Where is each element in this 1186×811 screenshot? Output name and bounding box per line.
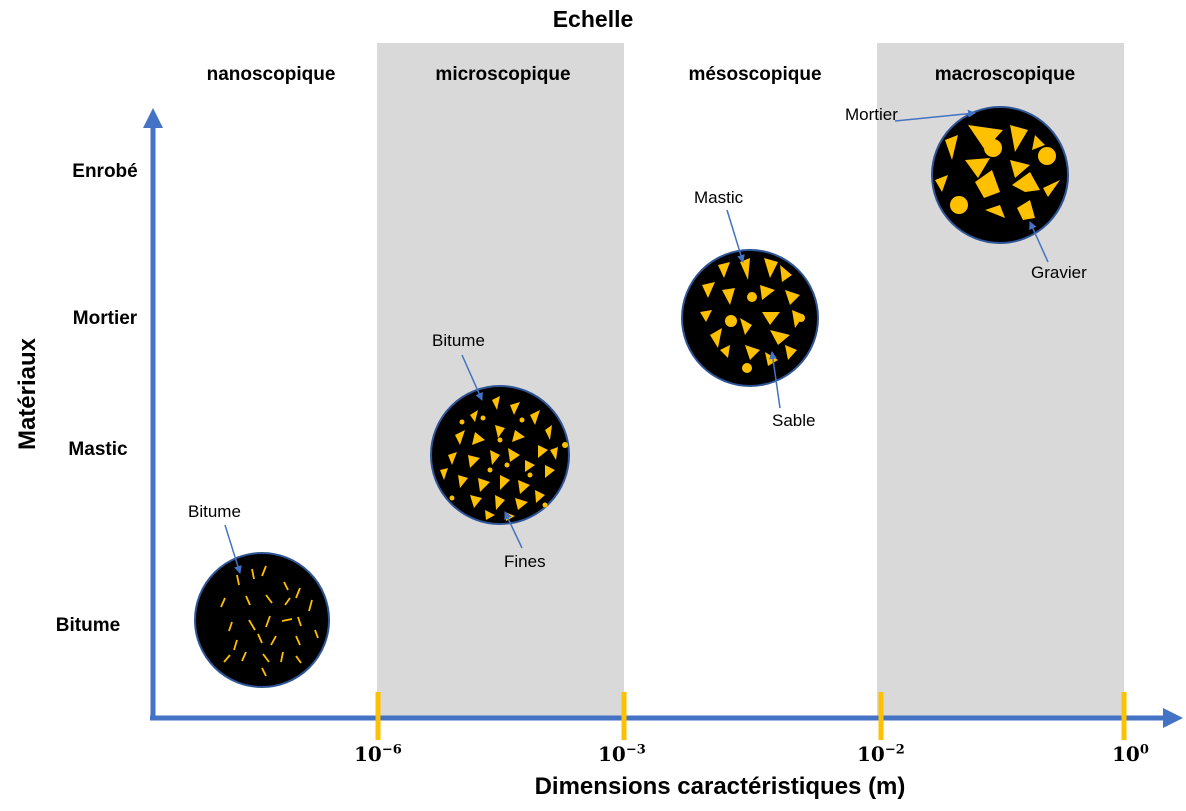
y-level-bitume: Bitume (55, 615, 121, 636)
diagram-title: Echelle (552, 6, 634, 32)
mastic-circle (430, 385, 570, 525)
tick-label-1e-6: 10−6 (354, 742, 402, 766)
arrow-mastic (726, 209, 745, 263)
arrow-gravier (1029, 221, 1049, 263)
tick-label-1e0: 100 (1112, 742, 1149, 766)
mortier-circle (681, 249, 819, 387)
tick-marks (375, 692, 1127, 740)
annotation-mortier: Mortier (845, 105, 898, 124)
arrow-mortier (894, 109, 976, 122)
tick-label-1e-3: 10−3 (598, 742, 646, 766)
annotation-mastic: Mastic (694, 188, 744, 207)
annotation-fines: Fines (504, 552, 546, 571)
scale-label-nano: nanoscopique (206, 64, 336, 85)
arrow-fines (504, 511, 523, 549)
y-level-mortier: Mortier (72, 308, 138, 329)
bitume-circle (194, 552, 330, 688)
scale-label-micro: microscopique (435, 64, 571, 85)
arrow-sable (769, 351, 781, 409)
y-level-mastic: Mastic (68, 439, 128, 460)
enrobe-circle (931, 106, 1069, 244)
axes (143, 108, 1183, 728)
microscopic-band (377, 43, 624, 718)
arrow-bitume-nano (224, 524, 242, 574)
scale-label-macro: macroscopique (934, 64, 1076, 85)
annotation-bitume-nano: Bitume (188, 502, 241, 521)
x-axis-arrowhead (1163, 708, 1183, 728)
y-axis-arrowhead (143, 108, 163, 128)
x-axis-title: Dimensions caractéristiques (m) (534, 773, 906, 800)
scale-label-meso: mésoscopique (688, 64, 822, 85)
arrow-bitume-micro (461, 354, 483, 401)
tick-label-1e-2: 10−2 (857, 742, 905, 766)
annotation-bitume-micro: Bitume (432, 331, 485, 350)
annotation-sable: Sable (772, 411, 816, 430)
y-level-enrobe: Enrobé (72, 161, 138, 182)
annotation-gravier: Gravier (1031, 263, 1087, 282)
annotation-arrows (224, 109, 1049, 574)
